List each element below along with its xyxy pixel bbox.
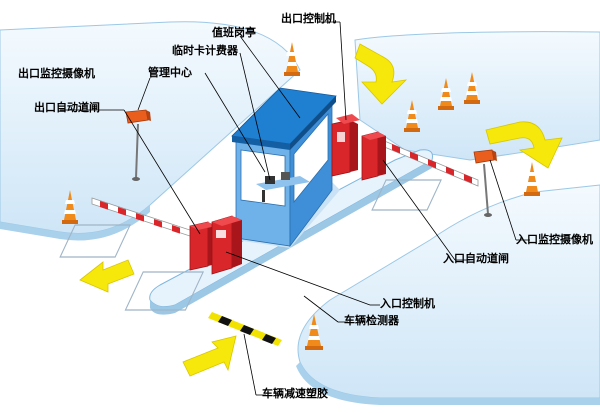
exit-barrier-arm	[91, 197, 197, 239]
arrow-left-icon	[79, 259, 135, 293]
label-vehicle-detector: 车辆检测器	[344, 314, 399, 327]
exit-controller	[331, 114, 360, 177]
speed-bump	[208, 312, 282, 346]
entry-controller	[211, 215, 242, 275]
label-entry-barrier: 入口自动道闸	[443, 252, 509, 265]
label-exit-barrier: 出口自动道闸	[34, 101, 100, 114]
traffic-cone-icon	[404, 100, 420, 132]
detector-loop-right	[371, 179, 442, 211]
sidewalk-upper-right	[354, 31, 600, 161]
entry-barrier-box	[361, 131, 386, 181]
arrow-right-curve-icon	[485, 121, 563, 169]
label-duty-booth: 值班岗亭	[212, 26, 256, 39]
entry-camera-icon	[473, 149, 497, 217]
label-exit-camera: 出口监控摄像机	[18, 67, 95, 80]
detector-loop-exit	[59, 224, 131, 258]
label-entry-camera: 入口监控摄像机	[516, 233, 593, 246]
sidewalk-upper-left	[0, 21, 301, 234]
label-exit-controller: 出口控制机	[281, 12, 336, 25]
arrow-top-right-icon	[354, 43, 408, 105]
traffic-cone-icon	[62, 190, 78, 224]
arrow-bottom-icon	[182, 335, 237, 377]
detector-loop-entry	[124, 271, 205, 311]
label-temp-card-meter: 临时卡计费器	[172, 44, 238, 57]
label-speed-bump: 车辆减速塑胶	[262, 387, 328, 400]
label-management-center: 管理中心	[148, 66, 192, 79]
traffic-cone-icon	[438, 78, 454, 110]
leader-lines	[60, 21, 530, 396]
sidewalk-lower-right	[297, 184, 600, 399]
traffic-cone-icon	[305, 314, 323, 350]
traffic-cone-icon	[464, 72, 480, 104]
traffic-cone-icon	[284, 42, 300, 76]
label-entry-controller: 入口控制机	[380, 297, 435, 310]
traffic-cone-icon	[524, 162, 540, 196]
